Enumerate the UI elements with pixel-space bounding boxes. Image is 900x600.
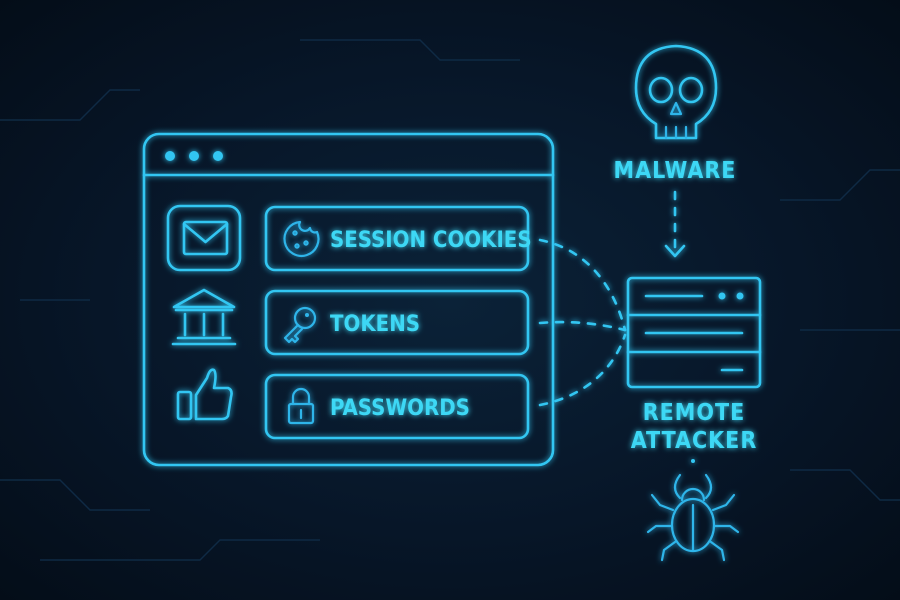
item-passwords: PASSWORDS: [264, 373, 530, 440]
malware-arrow: [664, 190, 686, 258]
bug-icon: [646, 473, 740, 562]
server-icon: [626, 276, 762, 389]
mail-icon: [166, 204, 242, 272]
bank-icon: [171, 288, 237, 346]
window-dot: [189, 151, 199, 161]
attacker-label: ATTACKER: [631, 428, 758, 454]
malware-label: MALWARE: [614, 158, 737, 184]
padlock-icon: [287, 387, 315, 425]
background-circuit-traces: [0, 39, 900, 561]
exfiltration-connectors: [538, 238, 627, 407]
browser-window: [142, 132, 555, 467]
connector-dot: [691, 459, 695, 463]
thumbs-up-icon: [176, 368, 233, 421]
item-label: SESSION COOKIES: [330, 228, 532, 253]
remote-label: REMOTE: [643, 400, 746, 426]
item-tokens: TOKENS: [264, 289, 530, 356]
cookie-icon: [283, 220, 320, 258]
window-dot: [213, 151, 223, 161]
item-session-cookies: SESSION COOKIES: [264, 205, 532, 272]
skull-icon: [634, 44, 718, 140]
item-label: PASSWORDS: [330, 396, 470, 421]
item-label: TOKENS: [330, 312, 420, 337]
key-icon: [283, 306, 317, 344]
window-dot: [165, 151, 175, 161]
